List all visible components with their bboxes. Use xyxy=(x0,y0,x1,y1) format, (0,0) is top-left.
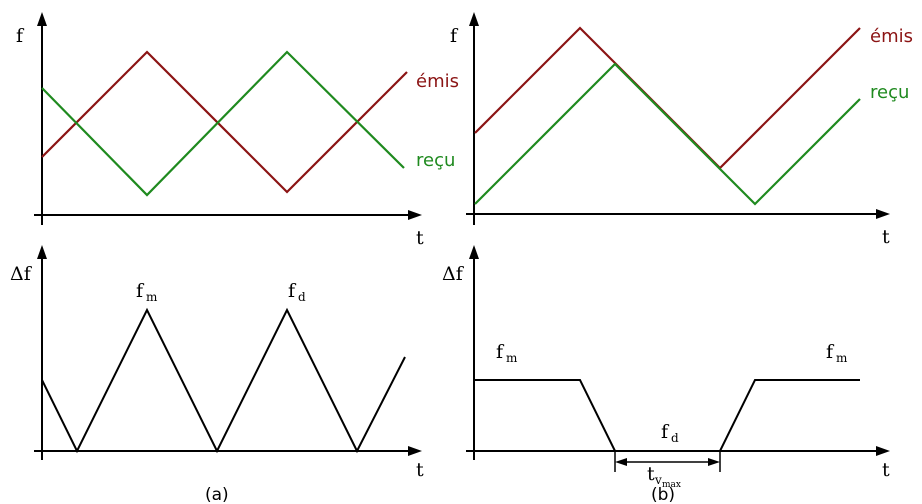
svg-text:m: m xyxy=(146,290,158,304)
fd-peak-label: f d xyxy=(288,280,306,304)
svg-text:m: m xyxy=(836,351,848,365)
svg-text:f: f xyxy=(288,280,297,302)
caption-b: (b) xyxy=(651,485,675,504)
beat-frequency-signal xyxy=(474,379,860,452)
fm-right-label: f m xyxy=(826,341,848,365)
panel-a-top: f t émis reçu xyxy=(16,12,459,249)
panel-b-bottom: Δf t f m f m f d t v max xyxy=(442,245,890,490)
fm-left-label: f m xyxy=(496,341,518,365)
caption-a: (a) xyxy=(205,485,229,504)
t-axis-label: t xyxy=(882,226,890,248)
f-axis-label: f xyxy=(16,25,25,47)
svg-text:f: f xyxy=(661,421,670,443)
t-axis-label: t xyxy=(882,459,890,481)
beat-frequency-signal xyxy=(41,307,406,454)
svg-text:max: max xyxy=(662,480,681,490)
dimension-arrow-right-icon xyxy=(708,458,720,466)
t-vmax-dimension: t v max xyxy=(614,451,721,490)
fm-peak-label: f m xyxy=(136,280,158,304)
t-axis-label: t xyxy=(416,227,424,249)
fd-flat-label: f d xyxy=(661,421,679,445)
emitted-signal xyxy=(41,50,408,194)
y-axis-arrow-icon xyxy=(37,12,47,26)
delta-f-axis-label: Δf xyxy=(442,263,465,285)
delta-f-axis-label: Δf xyxy=(10,263,33,285)
emitted-label: émis xyxy=(870,26,913,47)
x-axis-arrow-icon xyxy=(876,446,890,456)
x-axis-arrow-icon xyxy=(876,209,890,219)
t-axis-label: t xyxy=(416,459,424,481)
y-axis-arrow-icon xyxy=(469,12,479,26)
svg-text:d: d xyxy=(671,431,679,445)
emitted-label: émis xyxy=(416,71,459,92)
f-axis-label: f xyxy=(450,25,459,47)
svg-text:v: v xyxy=(654,473,662,487)
svg-text:m: m xyxy=(506,351,518,365)
y-axis-arrow-icon xyxy=(469,245,479,259)
panel-a-bottom: Δf t f m f d xyxy=(10,245,424,481)
received-label: reçu xyxy=(870,82,909,103)
svg-text:f: f xyxy=(136,280,145,302)
received-label: reçu xyxy=(416,150,455,171)
svg-text:f: f xyxy=(826,341,835,363)
received-signal xyxy=(41,50,405,197)
panel-b-top: f t émis reçu xyxy=(450,12,913,248)
t-vmax-label: t xyxy=(647,463,655,485)
received-signal xyxy=(474,62,861,206)
svg-text:d: d xyxy=(298,290,306,304)
x-axis-arrow-icon xyxy=(408,446,422,456)
svg-text:f: f xyxy=(496,341,505,363)
y-axis-arrow-icon xyxy=(37,245,47,259)
x-axis-arrow-icon xyxy=(408,210,422,220)
dimension-arrow-left-icon xyxy=(615,458,627,466)
